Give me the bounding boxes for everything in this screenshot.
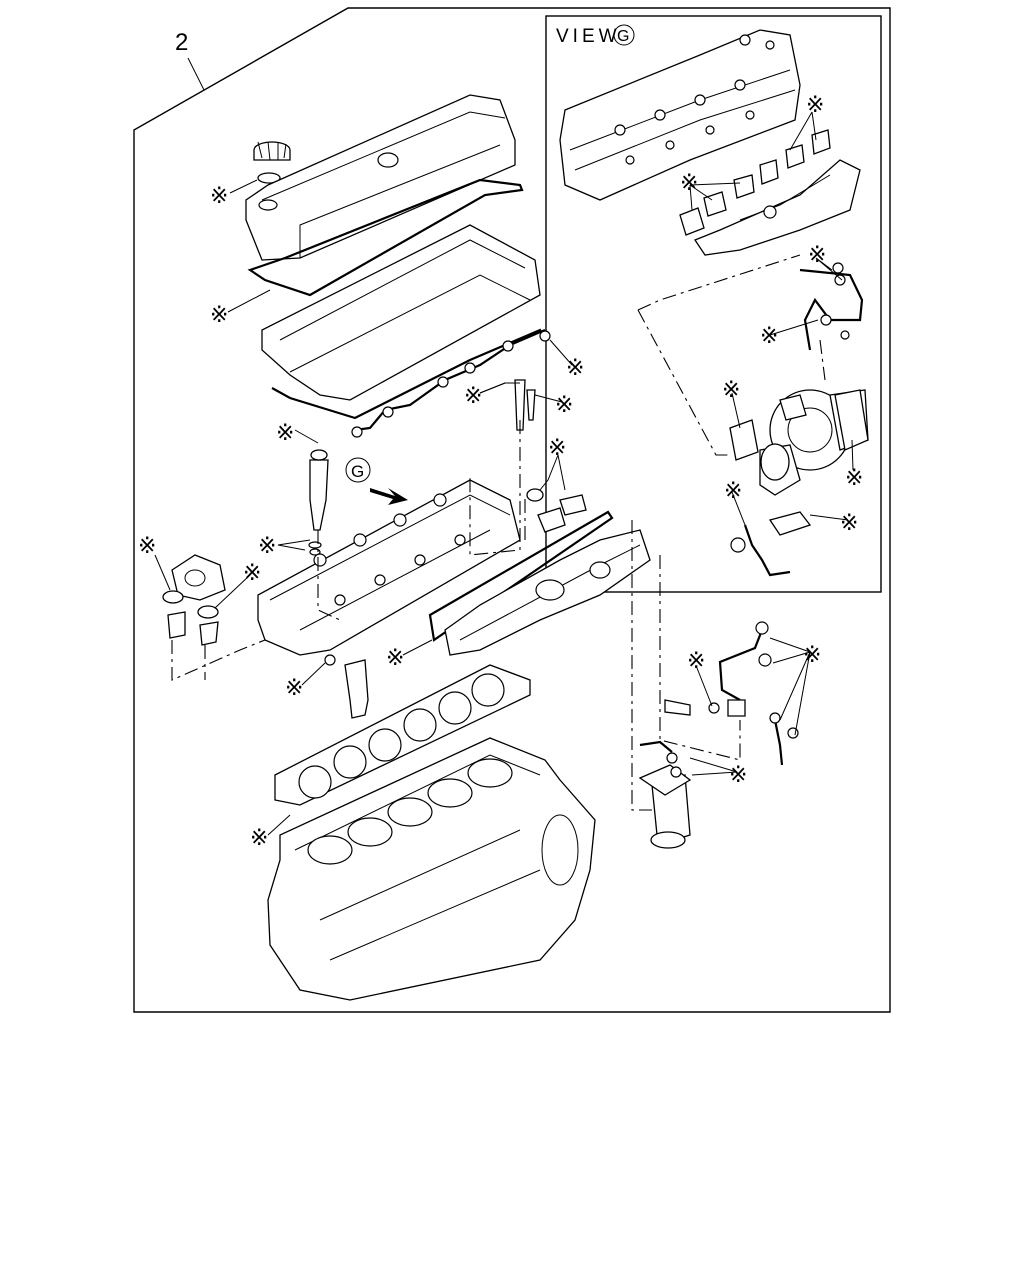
rocker-housing: [261, 224, 541, 401]
kit-marker: ※: [464, 384, 482, 409]
inset-washer: [840, 330, 850, 340]
filter-washer: [670, 766, 682, 778]
kit-marker: ※: [808, 243, 826, 268]
view-direction-arrow: [370, 488, 408, 505]
kit-marker: ※: [243, 561, 261, 586]
egr-gasket: [526, 488, 544, 502]
oil-filter-pipe: [639, 740, 673, 753]
kit-marker: ※: [386, 646, 404, 671]
kit-marker: ※: [840, 511, 858, 536]
cylinder-block: [267, 737, 596, 1001]
inset-exhaust-manifold: [694, 159, 861, 256]
kit-marker: ※: [845, 466, 863, 491]
kit-marker: ※: [687, 649, 705, 674]
marker-leaders: [154, 111, 854, 836]
sensor-washer: [708, 702, 720, 714]
kit-marker: ※: [722, 378, 740, 403]
egr-gasket: [559, 494, 587, 516]
oil-pipe: [718, 629, 764, 701]
kit-marker: ※: [210, 184, 228, 209]
view-ref-letter: G: [617, 28, 629, 45]
thermostat-gasket: [197, 605, 219, 619]
cylinder-head: [257, 479, 521, 656]
inset-oil-feed-pipe: [799, 268, 864, 351]
fuel-injector: [309, 449, 329, 531]
inset-turbo-flange-gasket: [729, 419, 759, 461]
pipe-washer: [758, 653, 772, 667]
kit-marker: ※: [680, 171, 698, 196]
cylinder-head-gasket: [274, 664, 531, 806]
kit-frame: [133, 7, 891, 1013]
kit-marker: ※: [803, 643, 821, 668]
view-label: VIEW: [556, 26, 621, 47]
kit-markers: ※ ※ ※ ※ ※ ※ ※ ※ ※ ※ ※ ※ ※ ※ ※ ※ ※ ※ ※ ※ …: [138, 93, 863, 851]
oil-filter: [638, 764, 692, 849]
kit-marker: ※: [566, 356, 584, 381]
inset-washer: [832, 262, 844, 274]
filter-washer: [666, 752, 678, 764]
kit-marker: ※: [806, 93, 824, 118]
callout-leader: [187, 57, 205, 91]
inset-turbo-outlet-gasket: [834, 389, 869, 451]
thermostat: [199, 621, 219, 646]
oil-filler-cap: [253, 141, 291, 161]
nozzle-holder-bolt: [514, 379, 526, 431]
callout-number: 2: [175, 29, 188, 56]
intake-manifold-gasket: [428, 510, 614, 642]
kit-marker: ※: [250, 826, 268, 851]
outlet-washer: [324, 654, 336, 666]
view-g-inset: [545, 15, 882, 593]
sensor: [664, 699, 691, 716]
kit-marker: ※: [258, 534, 276, 559]
pipe-washer: [755, 621, 769, 635]
kit-marker: ※: [210, 303, 228, 328]
inset-washer: [820, 314, 832, 326]
injector-seal: [308, 541, 322, 549]
thermostat-gasket: [162, 590, 184, 604]
head-cover-gasket: [247, 178, 524, 297]
view-ref-circle: [613, 24, 635, 46]
kit-marker: ※: [724, 479, 742, 504]
kit-marker: ※: [555, 393, 573, 418]
head-cover: [245, 94, 516, 261]
inset-washer: [730, 537, 746, 553]
egr-gasket: [537, 507, 566, 533]
intake-manifold: [444, 529, 651, 656]
kit-marker: ※: [548, 436, 566, 461]
oil-pipe-lower: [773, 719, 784, 766]
kit-marker: ※: [138, 534, 156, 559]
thermostat: [167, 611, 186, 639]
filler-cap-o-ring: [257, 172, 281, 184]
water-outlet-pipe: [344, 659, 369, 719]
main-ref-letter: G: [351, 462, 364, 481]
kit-marker: ※: [760, 324, 778, 349]
main-ref-circle: [345, 457, 371, 483]
kit-marker: ※: [729, 763, 747, 788]
kit-marker: ※: [285, 676, 303, 701]
inset-return-fitting: [768, 511, 812, 536]
kit-marker: ※: [276, 421, 294, 446]
banjo-bolt: [727, 699, 746, 717]
inset-cylinder-head: [559, 29, 801, 201]
pipe-washer: [769, 712, 781, 724]
inset-washer: [834, 274, 846, 286]
inset-oil-return-pipe: [743, 524, 791, 577]
nozzle-holder-bolt: [526, 389, 536, 421]
